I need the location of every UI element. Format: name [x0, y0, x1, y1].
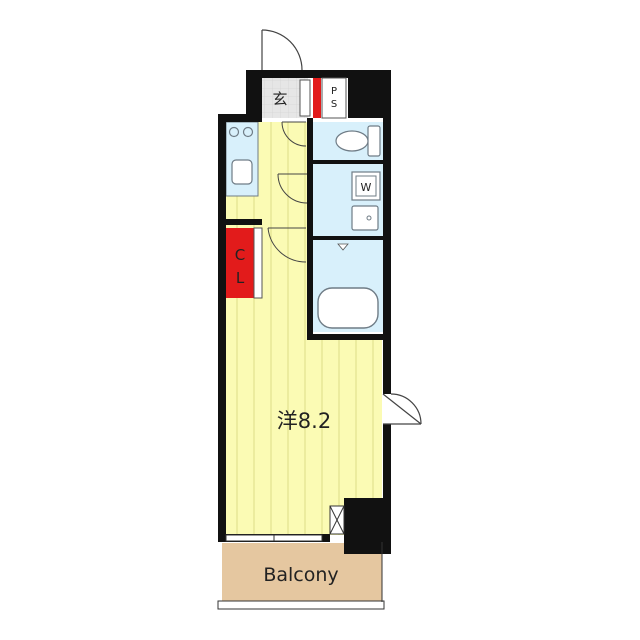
stove-icon: [228, 126, 254, 138]
pipe-space-label: P: [331, 86, 337, 97]
kitchen-sink-icon: [231, 159, 253, 185]
door-marker-icon: [337, 243, 349, 251]
closet-area: [226, 228, 254, 298]
door-swing-icon: [267, 227, 307, 263]
closet-label-c: C: [235, 246, 245, 264]
closet-label-l: L: [236, 269, 245, 287]
door-swing-icon: [277, 173, 308, 204]
walls: [218, 70, 391, 554]
main-room-label: 洋8.2: [277, 409, 331, 433]
door-swing-icon: [261, 29, 303, 71]
kitchen-counter: [225, 121, 259, 197]
storage-box-icon: [329, 505, 345, 535]
washer-label: W: [361, 181, 372, 194]
shoe-cabinet-icon: [299, 79, 311, 117]
balcony-railing: [217, 600, 385, 610]
entrance-label: 玄: [272, 90, 287, 108]
pipe-space-box: [321, 77, 347, 119]
door-swing-icon: [281, 121, 307, 147]
window-icon: [225, 534, 323, 542]
closet-door: [253, 227, 263, 299]
sink-icon: [351, 205, 379, 231]
washing-machine-icon: W: [351, 171, 381, 201]
balcony-label: Balcony: [263, 564, 338, 586]
door-swing-icon: [382, 393, 422, 425]
bathtub-icon: [317, 287, 379, 329]
toilet-icon: [335, 125, 381, 157]
pipe-space-label-2: S: [331, 99, 337, 110]
pipe-space-marker: [313, 78, 321, 118]
